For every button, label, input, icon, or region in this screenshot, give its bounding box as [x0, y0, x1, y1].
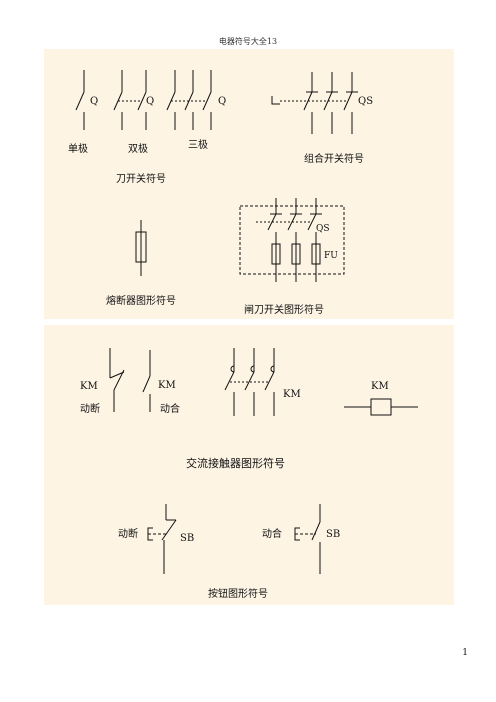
- label-km-nc: KM: [80, 381, 98, 392]
- label-km-coil: KM: [371, 381, 389, 392]
- combination-switch-symbol: [271, 72, 358, 134]
- page-header: 电器符号大全13: [218, 37, 278, 46]
- label-contactor-nc: 动断: [80, 402, 100, 415]
- contactor-no-contact-symbol: [142, 350, 151, 412]
- label-double-pole: 双极: [128, 142, 148, 155]
- knife-switch-triple-symbol: [166, 70, 212, 130]
- knife-switch-single-symbol: [75, 70, 85, 130]
- label-button-nc: 动断: [118, 527, 138, 540]
- label-q-single: Q: [90, 96, 98, 107]
- label-qs-fuse-switch: QS: [316, 224, 330, 234]
- label-button-no: 动合: [262, 527, 282, 540]
- label-contactor-no: 动合: [160, 402, 180, 415]
- contactor-nc-contact-symbol: [109, 348, 125, 412]
- label-qs-combo: QS: [358, 96, 373, 107]
- page-number: 1: [462, 648, 468, 658]
- button-no-symbol: [294, 504, 321, 574]
- button-nc-symbol: [147, 504, 177, 574]
- label-sb-no: SB: [326, 529, 340, 540]
- label-fu: FU: [324, 251, 338, 261]
- caption-knife-switch: 刀开关符号: [116, 172, 166, 185]
- contactor-coil-symbol: [344, 398, 418, 416]
- caption-fuse-switch: 闸刀开关图形符号: [244, 303, 324, 316]
- caption-contactor: 交流接触器图形符号: [186, 456, 285, 470]
- label-q-triple: Q: [218, 96, 226, 107]
- label-q-double: Q: [146, 96, 154, 107]
- label-km-no: KM: [158, 380, 176, 391]
- label-triple-pole: 三极: [188, 138, 208, 151]
- fuse-symbol: [135, 220, 147, 276]
- fuse-switch-symbol: [239, 198, 345, 282]
- panel-contactor-symbols: [44, 325, 454, 605]
- caption-fuse: 熔断器图形符号: [106, 294, 176, 307]
- caption-button: 按钮图形符号: [208, 587, 268, 600]
- knife-switch-double-symbol: [113, 70, 147, 130]
- label-single-pole: 单极: [68, 142, 88, 155]
- label-sb-nc: SB: [180, 533, 194, 544]
- label-km-main: KM: [283, 389, 301, 400]
- contactor-main-contacts-symbol: [224, 348, 275, 416]
- caption-combination-switch: 组合开关符号: [304, 152, 364, 165]
